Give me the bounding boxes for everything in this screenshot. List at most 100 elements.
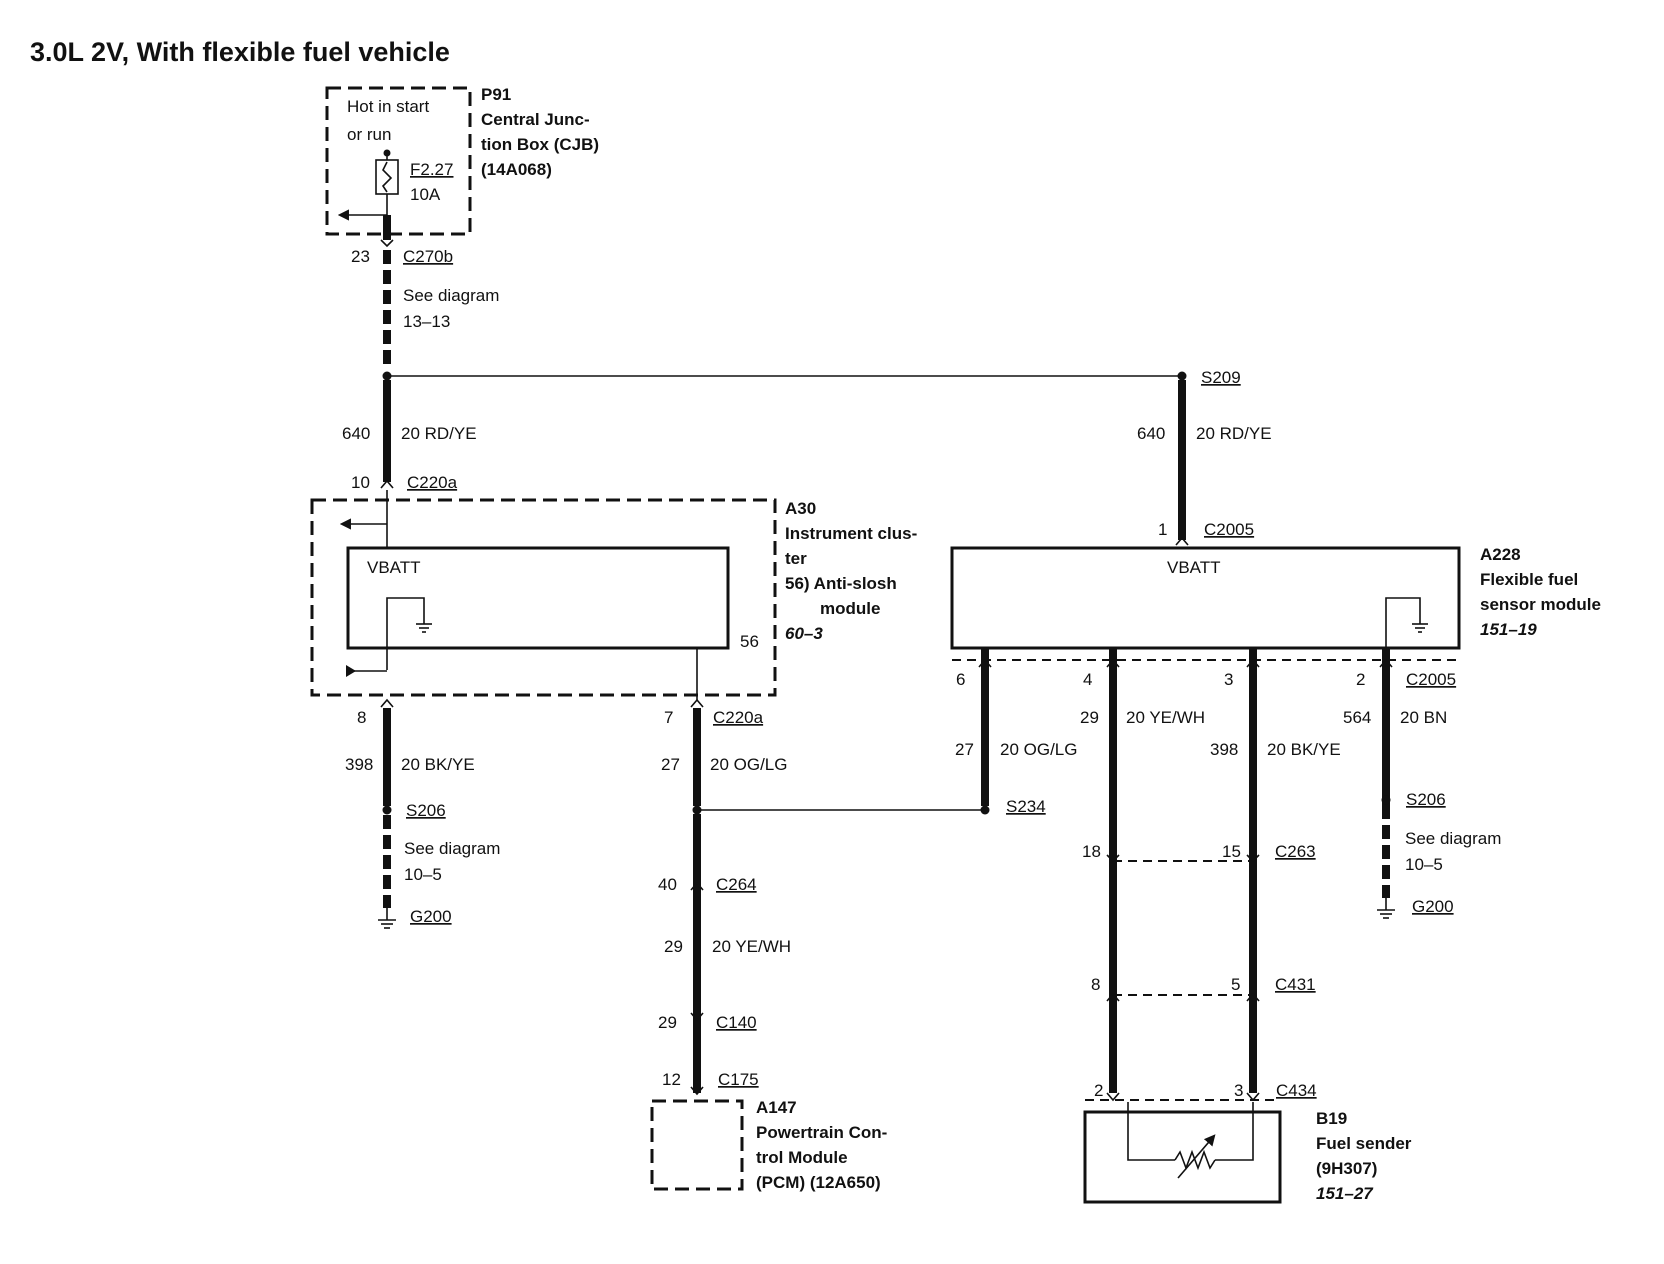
fuel-sender: B19 Fuel sender (9H307) 151–27 xyxy=(1083,1102,1412,1204)
instrument-cluster: VBATT 56 A30 Instrument clus- ter 56) An… xyxy=(310,490,917,700)
cluster-ground-pin: 8 xyxy=(357,708,366,727)
c175-connector-icon xyxy=(690,1086,704,1096)
ffs-w2-circuit: 564 xyxy=(1343,708,1371,727)
ffs-w2-wire: 20 BN xyxy=(1400,708,1447,727)
s209-wire-color: 20 RD/YE xyxy=(1196,424,1272,443)
c263-right-pin: 15 xyxy=(1222,842,1241,861)
cluster-sub-1: 56) Anti-slosh xyxy=(785,574,897,593)
ffs-pin-2: 2 xyxy=(1356,670,1365,689)
s206-right-label: S206 xyxy=(1406,790,1446,809)
cluster-signal-pin: 7 xyxy=(664,708,673,727)
c175-pin: 12 xyxy=(662,1070,681,1089)
sender-name: Fuel sender xyxy=(1316,1134,1412,1153)
diagram-title: 3.0L 2V, With flexible fuel vehicle xyxy=(30,37,450,67)
s206-right-splice-dot xyxy=(1381,795,1391,805)
c270b-see-1: See diagram xyxy=(403,286,499,305)
cjb-name-2: tion Box (CJB) xyxy=(481,135,599,154)
flex-fuel-sensor-module: VBATT A228 Flexible fuel sensor module 1… xyxy=(950,545,1601,661)
cluster-id: A30 xyxy=(785,499,816,518)
c220a-top-label: C220a xyxy=(407,473,458,492)
pcm-name-3: (PCM) (12A650) xyxy=(756,1173,881,1192)
c2005-top-connector-icon xyxy=(1175,536,1189,546)
sender-id: B19 xyxy=(1316,1109,1347,1128)
s206-left-see-1: See diagram xyxy=(404,839,500,858)
cjb-name-1: Central Junc- xyxy=(481,110,590,129)
pcm-wire-color: 20 YE/WH xyxy=(712,937,791,956)
c264-label: C264 xyxy=(716,875,757,894)
cluster-ground-wire-color: 20 BK/YE xyxy=(401,755,475,774)
c220a-top-pin: 10 xyxy=(351,473,370,492)
ffs-ref: 151–19 xyxy=(1480,620,1537,639)
ffs-power-pin: 1 xyxy=(1158,520,1167,539)
sender-ref: 151–27 xyxy=(1316,1184,1374,1203)
c431-left-pin: 8 xyxy=(1091,975,1100,994)
ffs-pin-6: 6 xyxy=(956,670,965,689)
fuse-id: F2.27 xyxy=(410,160,453,179)
c434-left-pin: 2 xyxy=(1094,1081,1103,1100)
pcm-name-2: trol Module xyxy=(756,1148,848,1167)
g200-right-label: G200 xyxy=(1412,897,1454,916)
ffs-w4-circuit: 29 xyxy=(1080,708,1099,727)
pcm-name-1: Powertrain Con- xyxy=(756,1123,887,1142)
c270b-pin: 23 xyxy=(351,247,370,266)
ffs-w4-wire: 20 YE/WH xyxy=(1126,708,1205,727)
c140-pin: 29 xyxy=(658,1013,677,1032)
c270b-connector-icon xyxy=(380,239,394,248)
cjb-part-number: (14A068) xyxy=(481,160,552,179)
pcm-circuit: 29 xyxy=(664,937,683,956)
fuel-sender-box xyxy=(1083,1110,1282,1204)
cluster-signal-connector: C220a xyxy=(713,708,764,727)
c220a-bottom-connector-icon xyxy=(690,698,704,708)
cluster-signal-wire-color: 20 OG/LG xyxy=(710,755,787,774)
g200-left-ground-icon xyxy=(378,908,396,929)
cjb-hot-label-1: Hot in start xyxy=(347,97,429,116)
cluster-pin-56: 56 xyxy=(740,632,759,651)
cluster-name-2: ter xyxy=(785,549,807,568)
s234-label: S234 xyxy=(1006,797,1046,816)
c264-connector-icon xyxy=(690,881,704,891)
ffs-w6-wire: 20 OG/LG xyxy=(1000,740,1077,759)
ffs-name-1: Flexible fuel xyxy=(1480,570,1578,589)
fuse-icon xyxy=(375,159,399,195)
cjb-outline xyxy=(325,86,472,236)
c264-pin: 40 xyxy=(658,875,677,894)
c431-label: C431 xyxy=(1275,975,1316,994)
c263-label: C263 xyxy=(1275,842,1316,861)
s206-right-see-1: See diagram xyxy=(1405,829,1501,848)
c270b-label: C270b xyxy=(403,247,453,266)
c270b-see-2: 13–13 xyxy=(403,312,450,331)
cluster-ground-connector-icon xyxy=(380,698,394,708)
cluster-ref: 60–3 xyxy=(785,624,823,643)
c140-label: C140 xyxy=(716,1013,757,1032)
cluster-signal-circuit: 27 xyxy=(661,755,680,774)
c220a-top-connector-icon xyxy=(380,479,394,489)
cjb-id: P91 xyxy=(481,85,511,104)
s206-left-label: S206 xyxy=(406,801,446,820)
s209-circuit: 640 xyxy=(1137,424,1165,443)
cluster-sub-2: module xyxy=(820,599,880,618)
c431-right-pin: 5 xyxy=(1231,975,1240,994)
ffs-pin-3: 3 xyxy=(1224,670,1233,689)
s206-left-splice-dot xyxy=(382,805,392,815)
c434-right-pin: 3 xyxy=(1234,1081,1243,1100)
s209-splice-dot xyxy=(1177,371,1187,381)
s209-label: S209 xyxy=(1201,368,1241,387)
variable-resistor-icon xyxy=(1174,1149,1216,1171)
g200-right-ground-icon xyxy=(1377,898,1395,919)
ffs-module-box xyxy=(950,546,1461,650)
pcm-id: A147 xyxy=(756,1098,797,1117)
fuse-rating: 10A xyxy=(410,185,441,204)
cluster-vbatt: VBATT xyxy=(367,558,421,577)
c434-label: C434 xyxy=(1276,1081,1317,1100)
cluster-outline xyxy=(310,498,777,697)
c140-connector-icon xyxy=(690,1012,704,1022)
left-feed-circuit: 640 xyxy=(342,424,370,443)
cluster-input-arrow-icon xyxy=(346,665,356,677)
s206-right-see-2: 10–5 xyxy=(1405,855,1443,874)
s234-splice-dot xyxy=(980,805,990,815)
ffs-w3-wire: 20 BK/YE xyxy=(1267,740,1341,759)
sender-part: (9H307) xyxy=(1316,1159,1377,1178)
central-junction-box: Hot in start or run F2.27 10A P91 Centra… xyxy=(325,85,599,236)
s206-left-see-2: 10–5 xyxy=(404,865,442,884)
cluster-name-1: Instrument clus- xyxy=(785,524,917,543)
